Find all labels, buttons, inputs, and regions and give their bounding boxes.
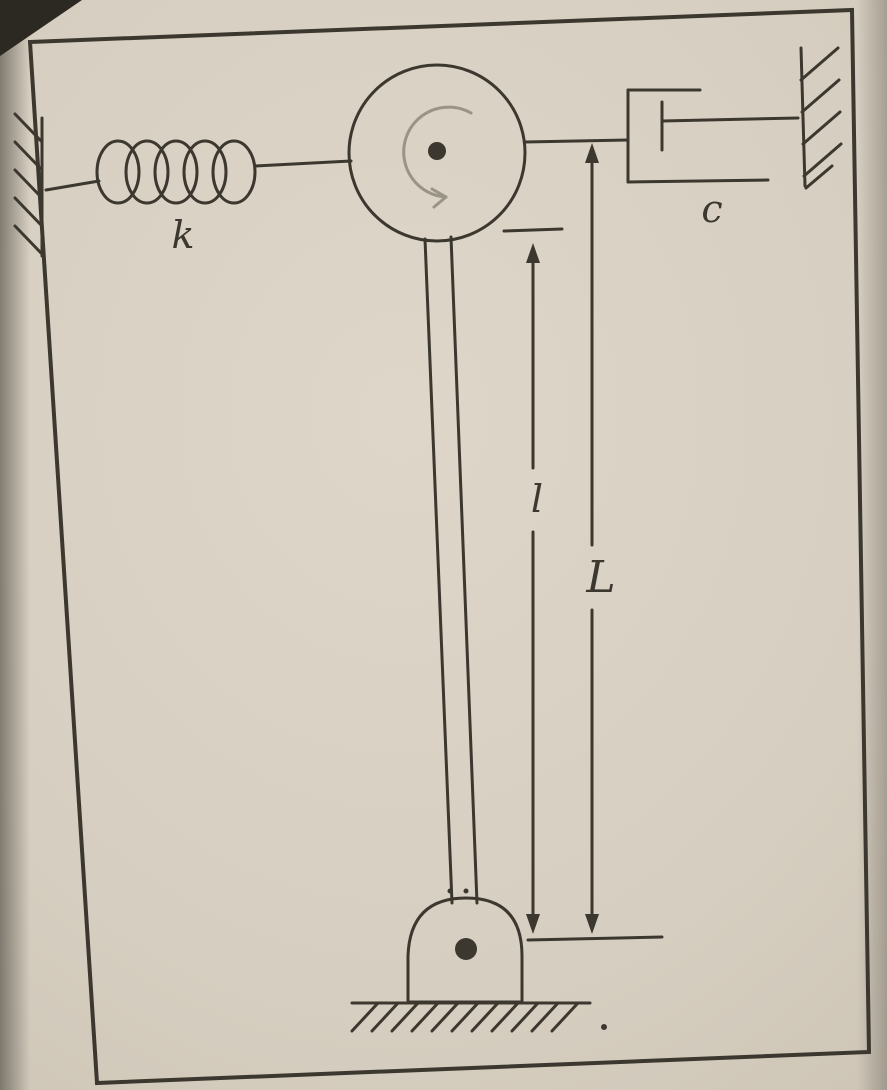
diagram-fills [428, 142, 607, 1030]
damper-label: c [701, 187, 722, 231]
dimension-l [502, 227, 564, 919]
pivot-pin [455, 938, 477, 960]
figure-frame [27, 7, 872, 1086]
page-edge-shadow-left [0, 0, 30, 1090]
diagram-linework [13, 7, 872, 1086]
inner-length-label: l [531, 477, 543, 521]
rod-joint-dot [463, 888, 469, 894]
damper [626, 88, 800, 184]
ground-end-dot [601, 1024, 607, 1030]
pivot-base [406, 896, 524, 1004]
dimension-l-arrow-down [526, 914, 540, 934]
disk-center-dot [428, 142, 446, 160]
left-wall [13, 112, 44, 258]
ground-hatching [350, 1001, 592, 1033]
diagram-labels: k c l L [171, 187, 722, 603]
page-corner-shadow [0, 0, 82, 56]
dimension-L [526, 158, 664, 942]
dimension-L-arrow-up [585, 143, 599, 163]
outer-length-label: L [585, 552, 615, 603]
right-wall [799, 46, 843, 190]
pendulum-rod [423, 235, 479, 905]
dimension-L-arrow-down [585, 914, 599, 934]
rod-joint-dot [447, 888, 453, 894]
rotation-arrow-icon [402, 105, 473, 209]
disk [347, 63, 527, 243]
spring-label: k [171, 213, 194, 257]
spring [44, 139, 353, 205]
axle-link-line [523, 138, 630, 144]
dimension-l-arrow-up [526, 243, 540, 263]
